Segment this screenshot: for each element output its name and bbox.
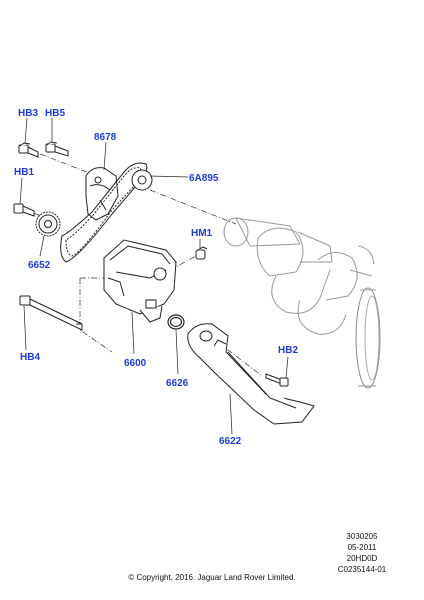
timing-chain <box>60 162 153 263</box>
callout-hb4: HB4 <box>20 352 40 363</box>
copyright-notice: © Copyright, 2016. Jaguar Land Rover Lim… <box>128 573 296 582</box>
bolt-hb1 <box>13 203 35 217</box>
bolt-hb3 <box>18 142 39 158</box>
callout-6652: 6652 <box>28 260 51 271</box>
callout-6a895: 6A895 <box>189 173 219 184</box>
callout-8678: 8678 <box>94 132 117 143</box>
drawing-ref-3: 20HD0D <box>346 554 378 563</box>
stud-hm1 <box>195 246 208 260</box>
drawing-ref-4: C0235144-01 <box>337 565 387 574</box>
bolt-hb4 <box>19 295 83 331</box>
bolt-hb2 <box>265 373 289 387</box>
oil-pump-sprocket <box>35 211 61 237</box>
callout-6600: 6600 <box>124 358 147 369</box>
callout-hb2: HB2 <box>278 345 298 356</box>
bolt-hb5 <box>45 141 69 157</box>
oil-pump <box>103 239 177 323</box>
oil-pickup-pipe <box>187 323 315 425</box>
callout-hb5: HB5 <box>45 108 65 119</box>
crankshaft <box>223 217 381 389</box>
callout-hb1: HB1 <box>14 167 34 178</box>
callout-hm1: HM1 <box>191 228 213 239</box>
leader-lines <box>19 117 289 435</box>
chain-tensioner <box>85 167 119 221</box>
callout-6622: 6622 <box>219 436 242 447</box>
callout-6626: 6626 <box>166 378 189 389</box>
drawing-ref-1: 3030205 <box>346 532 378 541</box>
drawing-ref-2: 05-2011 <box>347 543 377 552</box>
o-ring <box>167 314 185 330</box>
callout-hb3: HB3 <box>18 108 38 119</box>
